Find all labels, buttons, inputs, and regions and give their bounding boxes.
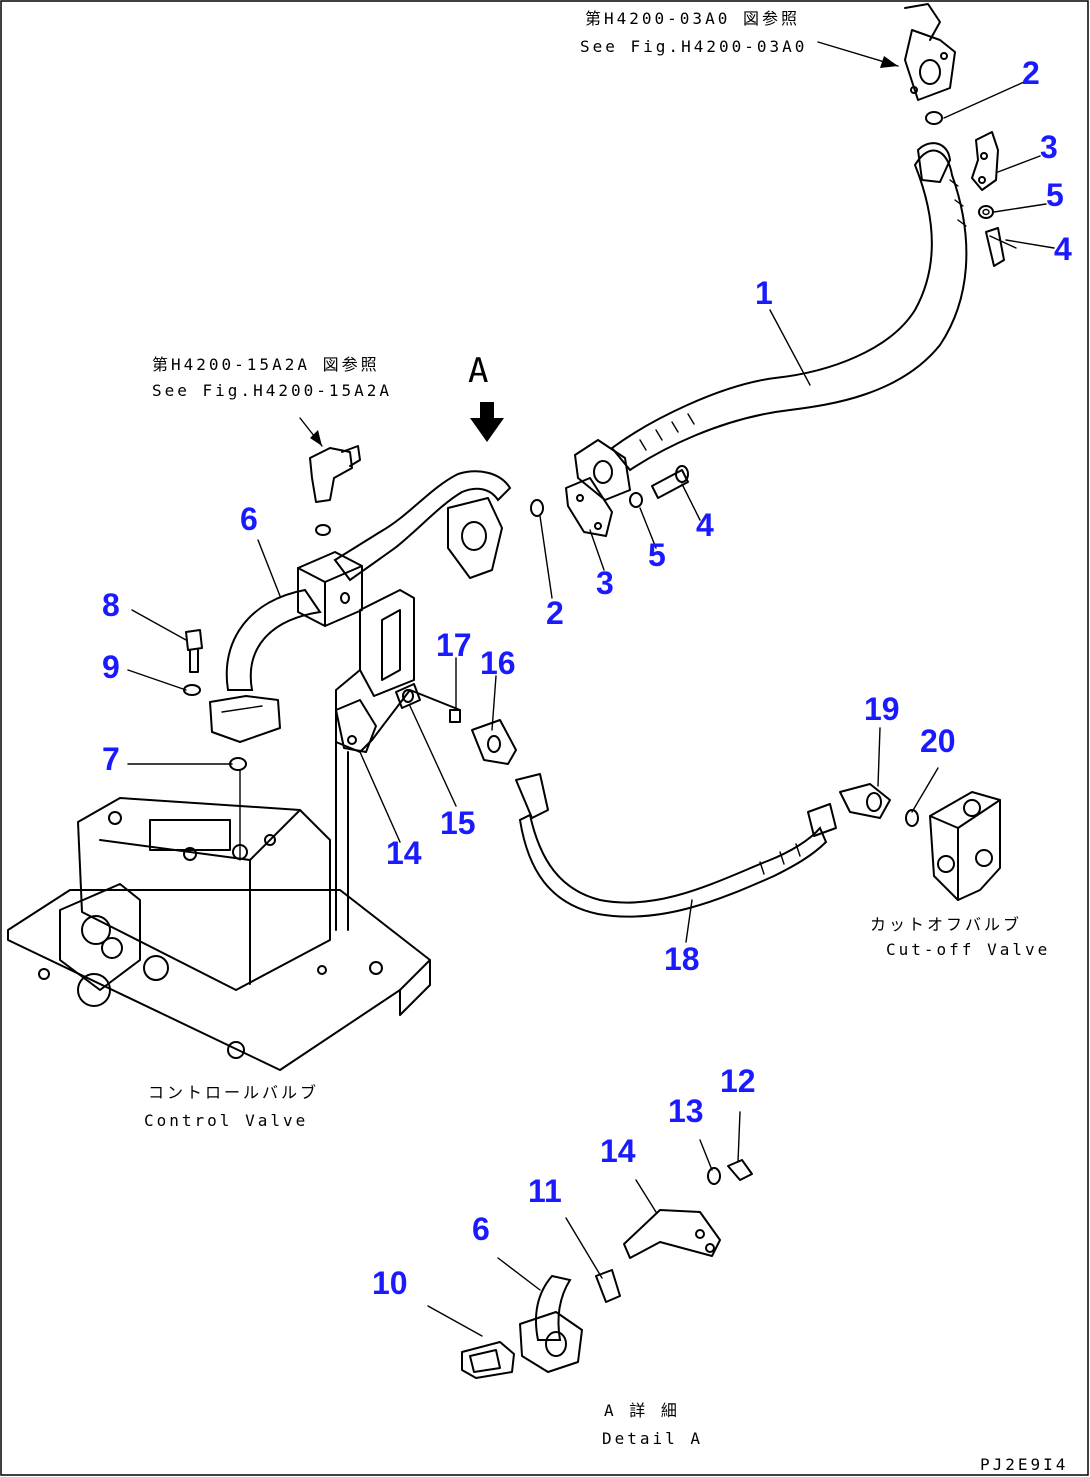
washer-5-top: [978, 205, 994, 219]
o-ring-small: [315, 524, 331, 536]
plug-17: [449, 709, 461, 723]
control-valve-label-en: Control Valve: [144, 1111, 308, 1130]
tube-6: [225, 470, 512, 691]
callout-6: 6: [240, 501, 258, 537]
split-flange-clamp: [209, 695, 281, 743]
callout-2: 2: [1022, 55, 1040, 91]
cutoff-valve-label-en: Cut-off Valve: [886, 940, 1050, 959]
callout-4: 4: [1054, 231, 1072, 267]
split-flange-3-top: [971, 131, 999, 191]
view-marker-letter: A: [468, 351, 488, 391]
callout-9: 9: [102, 649, 120, 685]
detail-a-clamp-11: [595, 1269, 621, 1303]
callout-3: 3: [596, 565, 614, 601]
callout-3: 3: [1040, 129, 1058, 165]
callout-12: 12: [720, 1063, 756, 1099]
callout-18: 18: [664, 941, 700, 977]
callout-10: 10: [372, 1265, 408, 1301]
o-ring-2-top: [925, 111, 943, 125]
control-valve-label-jp: コントロールバルブ: [148, 1083, 319, 1102]
leader-lines: [127, 81, 1055, 1337]
bolt-4-top: [985, 227, 1017, 267]
callout-4: 4: [696, 507, 714, 543]
callout-14: 14: [600, 1133, 636, 1169]
detail-a-tube-6: [519, 1274, 583, 1373]
drawing-code: PJ2E9I4: [980, 1455, 1068, 1474]
cutoff-valve-label-jp: カットオフバルブ: [870, 915, 1022, 934]
callout-15: 15: [440, 805, 476, 841]
cut-off-valve: [929, 791, 1001, 901]
view-arrow-a: [470, 402, 504, 442]
flange-detail-center: [447, 497, 503, 579]
split-flange-3-mid: [565, 477, 613, 537]
bolt-15: [395, 683, 421, 709]
hose-18: [515, 773, 837, 918]
detail-a-bracket-14: [623, 1209, 721, 1259]
ref-arrowhead-top: [880, 56, 898, 68]
bracket-14: [335, 699, 377, 753]
detail-a-washer-13: [707, 1167, 721, 1185]
callout-14: 14: [386, 835, 422, 871]
callout-8: 8: [102, 587, 120, 623]
callout-20: 20: [920, 723, 956, 759]
callout-7: 7: [102, 741, 120, 777]
ref-left-jp: 第H4200-15A2A 図参照: [152, 355, 380, 374]
callout-2: 2: [546, 595, 564, 631]
o-ring-20: [905, 809, 919, 827]
ref-top-en: See Fig.H4200-03A0: [580, 37, 807, 56]
detail-a-label-jp: A 詳 細: [604, 1401, 680, 1420]
callout-1: 1: [755, 275, 773, 311]
callout-19: 19: [864, 691, 900, 727]
callout-6: 6: [472, 1211, 490, 1247]
o-ring-2-mid: [530, 499, 544, 517]
elbow-fitting-ref: [309, 445, 361, 503]
callout-5: 5: [648, 537, 666, 573]
upper-fitting: [904, 3, 956, 101]
control-valve-base-plate: [7, 889, 431, 1071]
detail-a-nut-12: [727, 1159, 753, 1181]
ref-top-jp: 第H4200-03A0 図参照: [585, 9, 800, 28]
callout-5: 5: [1046, 177, 1064, 213]
bolt-8: [185, 629, 203, 673]
elbow-19: [839, 783, 891, 819]
adapter-16: [471, 719, 517, 765]
control-valve-body: [59, 797, 331, 1007]
ref-left-en: See Fig.H4200-15A2A: [152, 381, 392, 400]
callout-17: 17: [436, 627, 472, 663]
callout-11: 11: [528, 1173, 562, 1209]
callout-13: 13: [668, 1093, 704, 1129]
hose-1: [574, 142, 968, 501]
detail-a-label-en: Detail A: [602, 1429, 703, 1448]
washer-5-mid: [629, 492, 643, 508]
bolt-4-mid: [651, 465, 689, 499]
callout-16: 16: [480, 645, 516, 681]
detail-a-clamp-10: [461, 1341, 515, 1379]
